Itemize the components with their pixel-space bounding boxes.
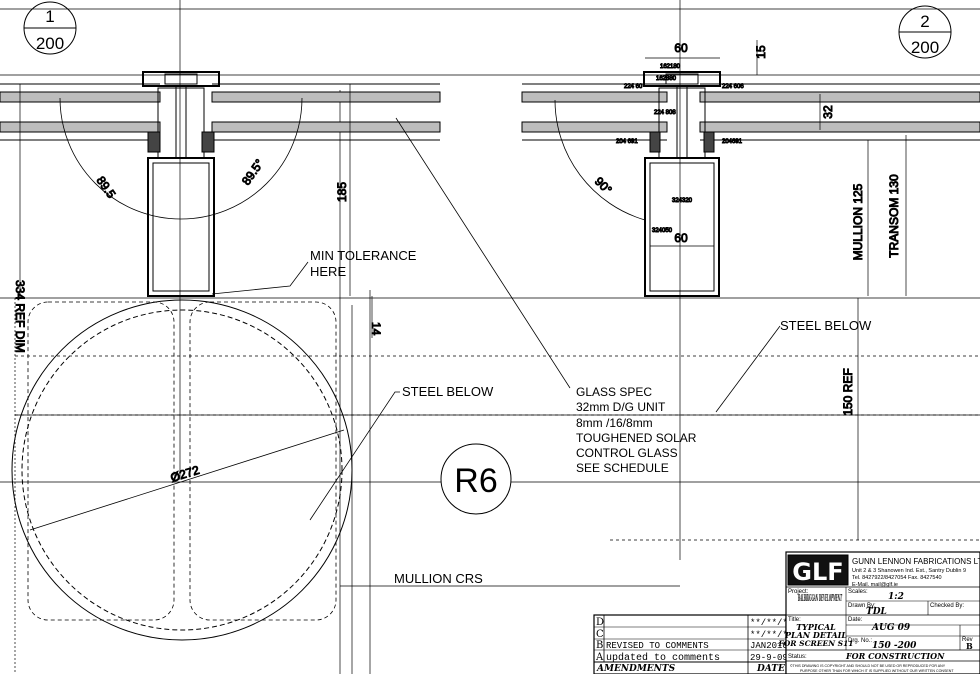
drawing-number: 150 -200 [872, 641, 917, 651]
amendments-header: AMENDMENTS [596, 664, 676, 674]
amendment-letter: D [596, 617, 604, 628]
field-label: Scales: [848, 589, 868, 595]
dimension-60-top: 60 [674, 41, 688, 55]
company-address: Unit 2 & 3 Shanowen Ind. Est., Santry Du… [852, 568, 966, 574]
dimension-60-mid: 60 [674, 231, 688, 245]
drawing-title: FOR SCREEN S11 [777, 639, 853, 648]
mullion-centres-label: MULLION CRS [394, 571, 483, 586]
glass-spec-line: 8mm /16/8mm [576, 416, 653, 430]
part-code: 324320 [672, 198, 693, 204]
glass-spec-line: SEE SCHEDULE [576, 461, 669, 475]
company-email: E-Mail. mail@glf.ie [852, 582, 898, 588]
amendment-letter: C [596, 629, 604, 640]
field-label: Status: [788, 654, 807, 660]
part-code: 224 60 [624, 84, 643, 90]
detail-number: 1 [45, 7, 54, 26]
field-label: Drg. No.: [848, 638, 872, 644]
drawing-date: AUG 09 [871, 623, 911, 633]
drawn-by: TDL [866, 607, 887, 617]
glass-spec-line: TOUGHENED SOLAR [576, 431, 697, 445]
grid-reference-bubble: R6 [440, 443, 512, 515]
amendment-date: **/**/** [750, 630, 793, 640]
amendment-text: updated to comments [606, 652, 720, 664]
glass-spec-line: GLASS SPEC [576, 385, 652, 399]
transom-dimension: TRANSOM 130 [887, 174, 901, 258]
steel-below-label: STEEL BELOW [780, 318, 872, 333]
field-label: Rev [962, 637, 973, 643]
drawing-title: TYPICAL [796, 622, 836, 632]
drawing-status: FOR CONSTRUCTION [845, 651, 945, 661]
title-block [785, 551, 980, 674]
company-name: GUNN LENNON FABRICATIONS LTD [852, 557, 980, 566]
grid-reference-label: R6 [454, 462, 497, 500]
part-code: 224 606 [722, 84, 744, 90]
amendments-date-header: DATE [756, 664, 785, 674]
amendment-letter: A [595, 652, 604, 663]
glass-panels-left [0, 83, 441, 141]
field-label: Title: [788, 617, 801, 623]
amendment-date: JAN2010 [750, 641, 788, 651]
detail-scale: 200 [36, 34, 64, 53]
part-code: 204691 [722, 139, 743, 145]
company-phone: Tel. 8427922/8427054 Fax. 8427540 [852, 575, 942, 581]
amendment-text: REVISED TO COMMENTS [606, 641, 709, 651]
drawing-title: PLAN DETAIL [784, 630, 847, 640]
drawing-scale: 1:2 [888, 592, 904, 602]
annotation-leaders [211, 117, 781, 521]
ref-dimension: 150 REF [841, 368, 855, 415]
min-tolerance-label: HERE [310, 264, 346, 279]
part-code: 162880 [656, 76, 677, 82]
field-label: Drawn By: [848, 603, 876, 609]
mullion-section-right: 90° 60 15 32 60 MULLION 125 TRANSOM 130 … [554, 40, 907, 540]
mullion-dimension: MULLION 125 [851, 183, 865, 260]
field-label: Checked By: [930, 603, 964, 609]
min-tolerance-label: MIN TOLERANCE [310, 248, 417, 263]
glass-panels-right [521, 83, 980, 141]
revision: B [966, 641, 973, 651]
amendment-date: **/**/** [750, 618, 793, 628]
company-logo: GLF [792, 558, 843, 586]
copyright-note: ©THIS DRAWING IS COPYRIGHT AND SHOULD NO… [790, 664, 946, 668]
part-code: 324050 [652, 228, 673, 234]
field-label: Project: [788, 589, 809, 595]
dimension-32: 32 [821, 105, 835, 119]
dimension-15: 15 [754, 45, 768, 59]
detail-number: 2 [920, 12, 929, 31]
steel-below-label: STEEL BELOW [402, 384, 494, 399]
copyright-note: PURPOSE OTHER THAN FOR WHICH IT IS SUPPL… [800, 669, 954, 673]
amendment-letter: B [596, 640, 603, 651]
part-code: 162180 [660, 64, 681, 70]
detail-bubble-2: 2 200 [898, 5, 952, 59]
project-name: BALBRIGGAN DEVELOPMENT [798, 594, 843, 604]
field-label: Date: [848, 617, 863, 623]
glass-spec-note: GLASS SPEC 32mm D/G UNIT 8mm /16/8mm TOU… [576, 385, 697, 475]
glass-spec-line: 32mm D/G UNIT [576, 400, 666, 414]
detail-scale: 200 [911, 38, 939, 57]
dimension-185: 185 [335, 182, 349, 202]
ref-dimension: 334 REF DIM [13, 280, 27, 353]
dimension-14: 14 [369, 322, 383, 336]
part-code: 204 691 [616, 139, 638, 145]
amendment-date: 29-9-09 [750, 653, 788, 663]
glass-spec-line: CONTROL GLASS [576, 446, 678, 460]
part-code: 224 808 [654, 110, 676, 116]
detail-bubble-1: 1 200 [23, 1, 77, 55]
